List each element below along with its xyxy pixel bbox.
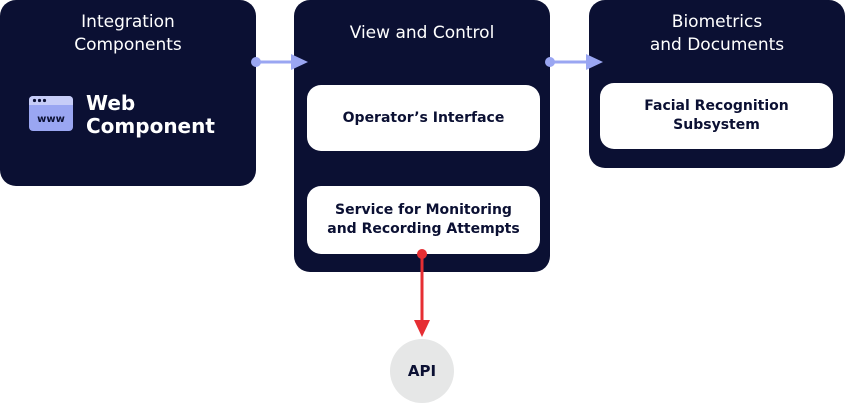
monitoring-service-card: Service for Monitoring and Recording Att… — [307, 186, 540, 254]
api-label: API — [407, 362, 437, 380]
view-and-control-title: View and Control — [349, 23, 495, 43]
api-node: API — [390, 339, 454, 403]
view-and-control-panel: View and Control Operator’s Interface Se… — [294, 0, 550, 272]
web-component-label: Web Component — [86, 91, 215, 138]
browser-window-icon: www — [29, 96, 73, 131]
web-component: www Web Component — [28, 92, 238, 142]
biometrics-and-documents-title: Biometrics and Documents — [649, 12, 785, 55]
biometrics-and-documents-panel: Biometrics and Documents Facial Recognit… — [589, 0, 845, 168]
operator-interface-card: Operator’s Interface — [307, 85, 540, 151]
facial-recognition-card: Facial Recognition Subsystem — [600, 83, 833, 149]
svg-text:www: www — [37, 114, 65, 125]
integration-components-panel: Integration Components www Web Component — [0, 0, 256, 186]
integration-components-title: Integration Components — [74, 12, 182, 55]
